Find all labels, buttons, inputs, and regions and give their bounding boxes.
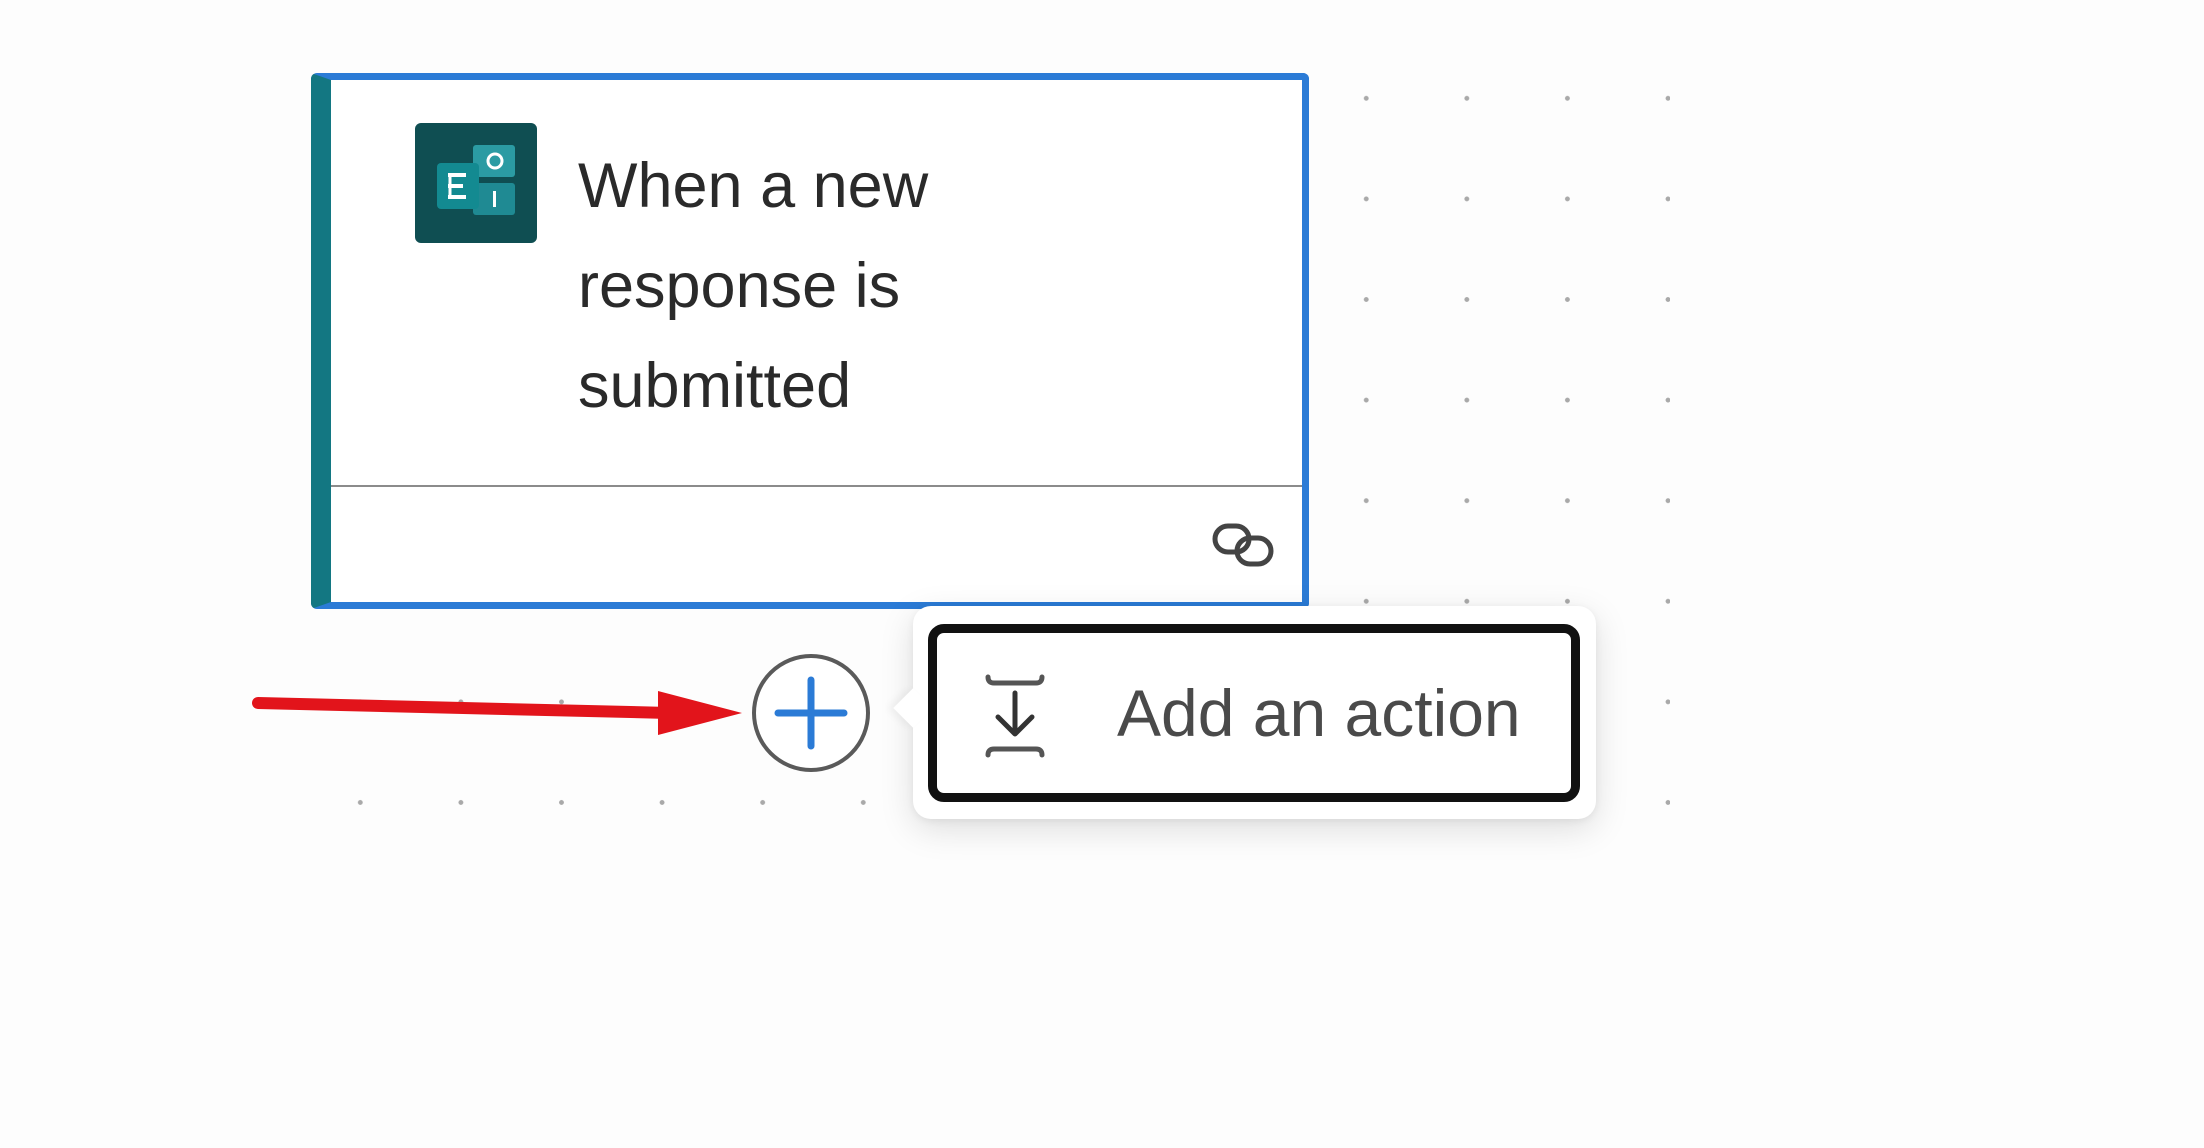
red-arrow-annotation bbox=[252, 691, 742, 735]
insert-step-button[interactable] bbox=[752, 654, 870, 772]
trigger-card[interactable]: When a new response is submitted bbox=[311, 73, 1309, 609]
trigger-title: When a new response is submitted bbox=[578, 151, 929, 421]
insert-below-icon bbox=[982, 671, 1048, 761]
insert-step-popover: Add an action bbox=[893, 606, 1596, 819]
plus-icon bbox=[774, 676, 848, 750]
add-an-action-button[interactable]: Add an action bbox=[928, 624, 1580, 802]
card-divider bbox=[331, 485, 1302, 487]
connection-link-icon[interactable] bbox=[1211, 520, 1277, 570]
add-an-action-label: Add an action bbox=[1117, 676, 1521, 750]
trigger-card-header[interactable]: When a new response is submitted bbox=[331, 80, 1302, 485]
microsoft-forms-icon bbox=[415, 123, 537, 243]
